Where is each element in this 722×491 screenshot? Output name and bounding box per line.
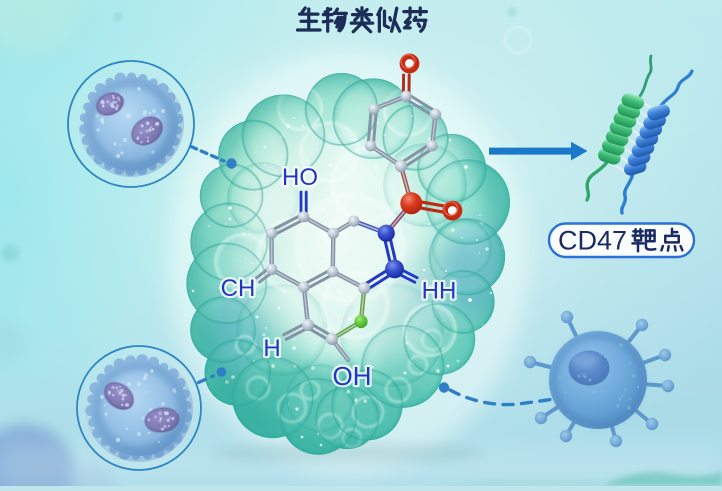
svg-text:H: H: [263, 335, 280, 362]
svg-text:CH: CH: [221, 275, 256, 302]
svg-text:OH: OH: [333, 361, 372, 391]
svg-text:HO: HO: [282, 164, 318, 191]
svg-text:HH: HH: [422, 278, 457, 305]
svg-text:CD47: CD47: [558, 226, 627, 256]
